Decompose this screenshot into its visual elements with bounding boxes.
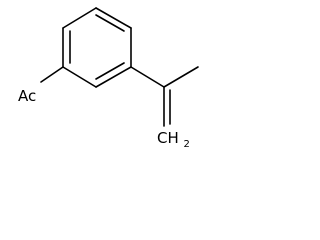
ring-inner-bond-1 (95, 14, 125, 32)
ring-inner-bond-2 (95, 62, 125, 80)
vinyl-attachment-bond (130, 66, 165, 88)
acetyl-bond (40, 66, 64, 83)
ring-bond-1 (95, 7, 132, 29)
ring-bond-6 (62, 7, 97, 29)
acetyl-label: Ac (18, 87, 36, 105)
ring-bond-4 (62, 66, 97, 88)
methylene-label: CH 2 (157, 129, 190, 150)
molecule-diagram: Ac CH 2 (18, 7, 199, 150)
methylene-label-main: CH (157, 129, 179, 147)
ring-bond-3 (95, 66, 132, 88)
methylene-label-subscript: 2 (184, 139, 190, 150)
methyl-bond (163, 66, 199, 88)
benzene-ring (62, 7, 132, 88)
